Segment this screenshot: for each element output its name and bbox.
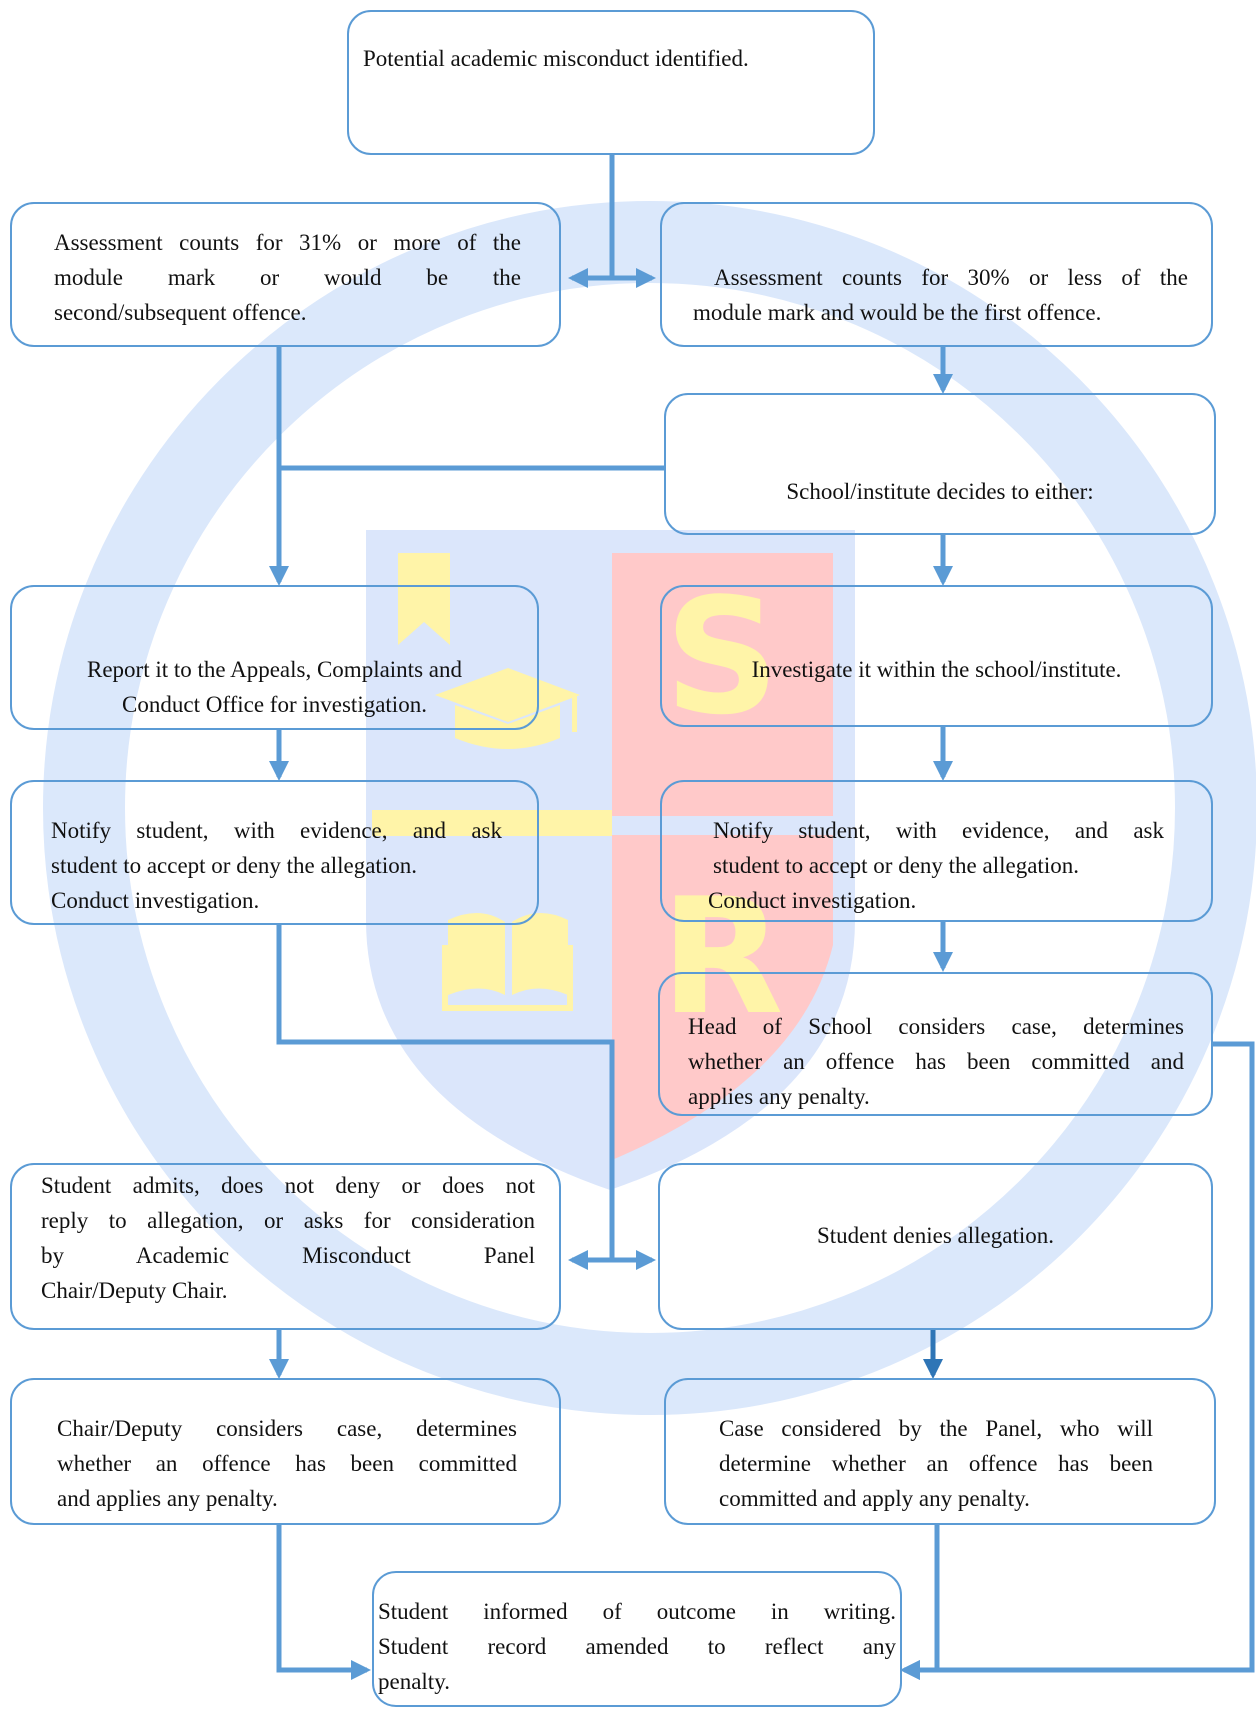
flag-icon [398, 553, 450, 645]
node-head-of-school-line-2: whether an offence has been committed an… [688, 1049, 1184, 1074]
node-head-of-school-line-3: applies any penalty. [688, 1084, 870, 1109]
node-chair-considers-line-1: Chair/Deputy considers case, determines [57, 1416, 517, 1441]
node-school-decides-text: School/institute decides to either: [786, 479, 1094, 504]
node-outcome-line-1: Student informed of outcome in writing. [378, 1599, 896, 1624]
node-high-weight-line-3: second/subsequent offence. [54, 300, 307, 325]
connector-notify-left-to-split [276, 925, 615, 1260]
node-notify-left: Notify student, with evidence, and ask s… [10, 780, 539, 925]
node-high-weight: Assessment counts for 31% or more of the… [10, 202, 561, 347]
watermark-red-top [612, 553, 833, 816]
node-outcome-line-3: penalty. [378, 1669, 450, 1694]
node-panel-considers: Case considered by the Panel, who will d… [664, 1378, 1216, 1525]
watermark-red-bottom [612, 835, 833, 1160]
node-notify-left-line-2: student to accept or deny the allegation… [51, 853, 417, 878]
node-notify-right-line-1: Notify student, with evidence, and ask [713, 818, 1164, 843]
node-notify-left-line-3: Conduct investigation. [51, 888, 260, 913]
node-low-weight-line-2: module mark and would be the first offen… [693, 300, 1102, 325]
watermark-ring [43, 201, 1256, 1415]
node-panel-considers-line-2: determine whether an offence has been [719, 1451, 1153, 1476]
node-notify-right-line-2: student to accept or deny the allegation… [713, 853, 1079, 878]
node-high-weight-line-1: Assessment counts for 31% or more of the [54, 230, 521, 255]
node-report-office: Report it to the Appeals, Complaints and… [10, 585, 539, 730]
node-panel-considers-line-3: committed and apply any penalty. [719, 1486, 1030, 1511]
open-book-icon [442, 912, 573, 1011]
node-report-office-line-2: Conduct Office for investigation. [122, 692, 427, 717]
node-head-of-school: Head of School considers case, determine… [658, 972, 1213, 1116]
node-student-admits-line-2: reply to allegation, or asks for conside… [41, 1208, 535, 1233]
node-chair-considers-line-2: whether an offence has been committed [57, 1451, 517, 1476]
node-start: Potential academic misconduct identified… [347, 10, 875, 155]
node-low-weight-line-1: Assessment counts for 30% or less of the [714, 265, 1188, 290]
node-panel-considers-line-1: Case considered by the Panel, who will [719, 1416, 1153, 1441]
node-investigate-school: Investigate it within the school/institu… [660, 585, 1213, 727]
node-school-decides: School/institute decides to either: [664, 393, 1216, 535]
node-report-office-line-1: Report it to the Appeals, Complaints and [87, 657, 462, 682]
node-chair-considers: Chair/Deputy considers case, determines … [10, 1378, 561, 1525]
node-outcome: Student informed of outcome in writing. … [372, 1571, 902, 1707]
node-student-denies: Student denies allegation. [658, 1163, 1213, 1330]
node-notify-right-line-3: Conduct investigation. [708, 888, 917, 913]
node-start-text: Potential academic misconduct identified… [363, 46, 749, 71]
node-student-admits: Student admits, does not deny or does no… [10, 1163, 561, 1330]
node-student-admits-line-4: Chair/Deputy Chair. [41, 1278, 228, 1303]
node-outcome-line-2: Student record amended to reflect any [378, 1634, 896, 1659]
node-chair-considers-line-3: and applies any penalty. [57, 1486, 278, 1511]
node-notify-right: Notify student, with evidence, and ask s… [660, 780, 1213, 922]
node-head-of-school-line-1: Head of School considers case, determine… [688, 1014, 1184, 1039]
watermark-yellow-band [372, 810, 612, 836]
arrow-head-to-outcome [900, 1041, 1255, 1680]
node-high-weight-line-2: module mark or would be the [54, 265, 521, 290]
node-student-admits-line-3: by Academic Misconduct Panel [41, 1243, 535, 1268]
node-investigate-school-text: Investigate it within the school/institu… [751, 657, 1122, 682]
node-low-weight: Assessment counts for 30% or less of the… [660, 202, 1213, 347]
node-student-denies-text: Student denies allegation. [817, 1223, 1054, 1248]
arrow-panel-to-outcome [900, 1525, 940, 1680]
node-notify-left-line-1: Notify student, with evidence, and ask [51, 818, 502, 843]
watermark-letter-r: R [660, 863, 783, 1050]
node-student-admits-line-1: Student admits, does not deny or does no… [41, 1173, 535, 1198]
arrow-chair-to-outcome [276, 1525, 371, 1680]
